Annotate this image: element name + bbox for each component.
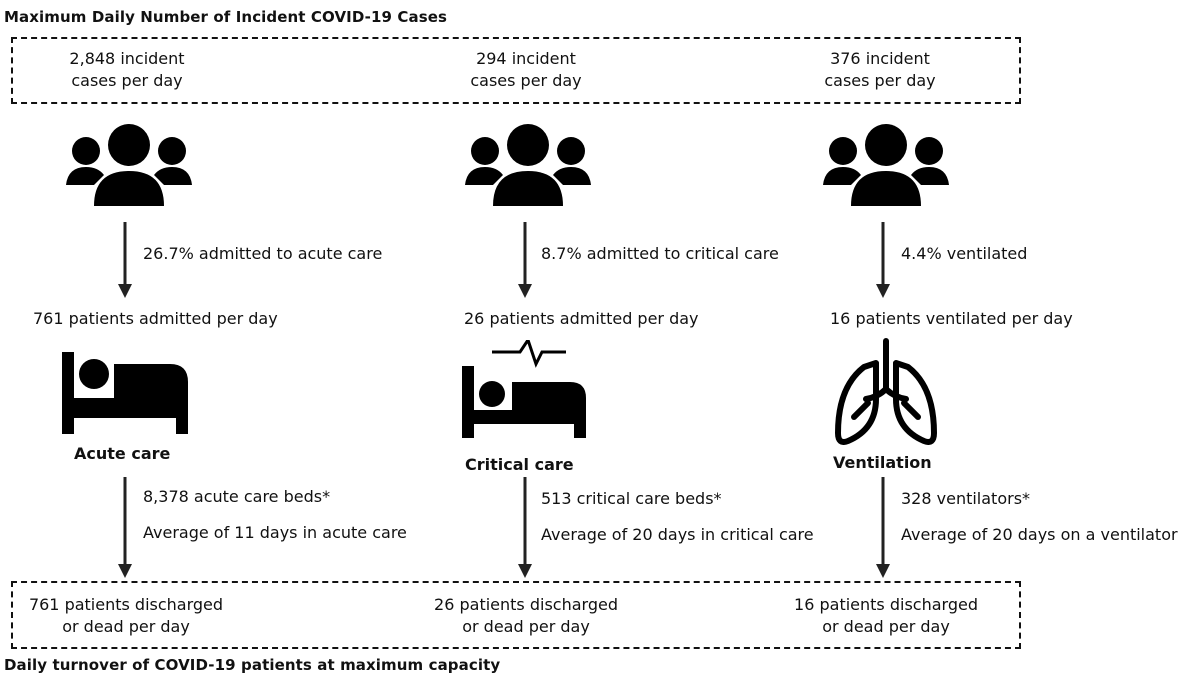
outcome-line2: or dead per day <box>822 617 950 636</box>
incident-cases-line1: 294 incident <box>476 49 576 68</box>
icu-bed-icon <box>462 340 586 438</box>
outcome-line2: or dead per day <box>462 617 590 636</box>
top-title: Maximum Daily Number of Incident COVID-1… <box>4 8 448 26</box>
label-ventilation: Ventilation <box>833 453 932 472</box>
capacity-critical: 513 critical care beds* <box>541 489 722 508</box>
incident-cases-line2: cases per day <box>470 71 582 90</box>
bed-icon <box>62 352 188 434</box>
duration-ventilation: Average of 20 days on a ventilator <box>901 525 1178 544</box>
arrow-down-icon <box>518 477 532 578</box>
outcome-critical: 26 patients discharged or dead per day <box>426 594 626 638</box>
admission-rate-acute: 26.7% admitted to acute care <box>143 244 383 263</box>
arrow-down-icon <box>518 222 532 298</box>
lungs-icon <box>835 338 937 445</box>
incident-cases-line1: 2,848 incident <box>69 49 185 68</box>
outcomes-box <box>11 581 1021 649</box>
duration-critical: Average of 20 days in critical care <box>541 525 814 544</box>
label-critical-care: Critical care <box>465 455 574 474</box>
arrow-down-icon <box>876 477 890 578</box>
duration-acute: Average of 11 days in acute care <box>143 523 407 542</box>
people-group-icon <box>66 124 192 206</box>
incident-cases-line2: cases per day <box>824 71 936 90</box>
people-group-icon <box>465 124 591 206</box>
capacity-ventilators: 328 ventilators* <box>901 489 1031 508</box>
label-acute-care: Acute care <box>74 444 171 463</box>
patients-ventilated: 16 patients ventilated per day <box>830 309 1073 328</box>
ventilation-rate: 4.4% ventilated <box>901 244 1028 263</box>
outcome-line1: 26 patients discharged <box>434 595 618 614</box>
outcome-line1: 761 patients discharged <box>28 595 224 614</box>
patients-admitted-acute: 761 patients admitted per day <box>33 309 278 328</box>
incident-cases-box <box>11 37 1021 104</box>
patients-admitted-critical: 26 patients admitted per day <box>464 309 699 328</box>
outcome-ventilation: 16 patients discharged or dead per day <box>786 594 986 638</box>
incident-cases-line1: 376 incident <box>830 49 930 68</box>
arrow-down-icon <box>118 477 132 578</box>
bottom-title: Daily turnover of COVID-19 patients at m… <box>4 656 501 674</box>
incident-cases-ventilation: 376 incident cases per day <box>780 48 980 92</box>
people-group-icon <box>823 124 949 206</box>
outcome-acute: 761 patients discharged or dead per day <box>26 594 226 638</box>
outcome-line2: or dead per day <box>62 617 190 636</box>
arrow-down-icon <box>118 222 132 298</box>
arrow-down-icon <box>876 222 890 298</box>
admission-rate-critical: 8.7% admitted to critical care <box>541 244 779 263</box>
incident-cases-line2: cases per day <box>71 71 183 90</box>
capacity-acute: 8,378 acute care beds* <box>143 487 331 506</box>
outcome-line1: 16 patients discharged <box>794 595 978 614</box>
incident-cases-acute: 2,848 incident cases per day <box>27 48 227 92</box>
incident-cases-critical: 294 incident cases per day <box>426 48 626 92</box>
